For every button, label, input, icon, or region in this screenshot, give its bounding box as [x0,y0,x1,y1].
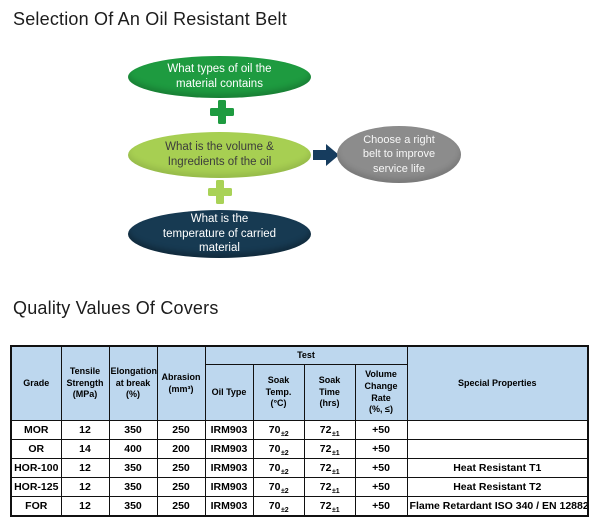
soak-temp-tolerance: ±2 [280,430,289,438]
col-header-abrasion: Abrasion (mm³) [156,345,206,421]
cell-special-properties: Heat Resistant T2 [406,477,589,497]
material-temperature-ellipse: What is the temperature of carried mater… [128,210,311,258]
col-header-elongation: Elongation at break (%) [108,345,158,421]
cell-abrasion: 200 [156,439,206,459]
cell-volume-change: +50 [354,420,408,440]
soak-temp-value: 70 [268,424,281,436]
plus-icon [208,180,232,204]
cell-elongation: 350 [108,477,158,497]
col-header-oil-type: Oil Type [204,364,254,421]
soak-time-tolerance: ±1 [331,506,340,514]
cell-soak-temp: 70±2 [252,477,305,497]
arrow-right-icon [313,144,339,166]
cell-tensile: 12 [60,458,110,478]
cell-oil-type: IRM903 [204,420,254,440]
soak-temp-tolerance: ±2 [280,506,289,514]
cell-elongation: 400 [108,439,158,459]
soak-temp-value: 70 [268,462,281,474]
arrow-stem [313,150,327,160]
table-row: OR 14 400 200 IRM903 70±2 72±1 +50 [10,439,589,459]
soak-time-tolerance: ±1 [331,487,340,495]
cell-oil-type: IRM903 [204,439,254,459]
cell-grade: HOR-125 [10,477,62,497]
oil-type-ellipse: What types of oil the material contains [128,56,311,98]
soak-time-tolerance: ±1 [331,430,340,438]
page-title-selection: Selection Of An Oil Resistant Belt [13,9,287,29]
cell-soak-time: 72±1 [303,420,356,440]
arrow-head [326,144,339,166]
soak-temp-value: 70 [268,443,281,455]
cell-tensile: 12 [60,496,110,517]
cell-oil-type: IRM903 [204,496,254,517]
cell-soak-temp: 70±2 [252,420,305,440]
cell-tensile: 12 [60,477,110,497]
cell-grade: HOR-100 [10,458,62,478]
cell-grade: MOR [10,420,62,440]
cell-special-properties [406,420,589,440]
soak-time-value: 72 [319,443,332,455]
cell-abrasion: 250 [156,496,206,517]
plus-icon [210,100,234,124]
cell-grade: OR [10,439,62,459]
choose-belt-result-ellipse: Choose a right belt to improve service l… [337,126,461,183]
col-group-header-test: Test [204,345,408,365]
cell-soak-time: 72±1 [303,458,356,478]
soak-temp-tolerance: ±2 [280,487,289,495]
soak-time-value: 72 [319,462,332,474]
quality-values-table: Grade Tensile Strength (MPa) Elongation … [10,345,590,517]
cell-elongation: 350 [108,458,158,478]
cell-abrasion: 250 [156,458,206,478]
header-row-group: Grade Tensile Strength (MPa) Elongation … [10,345,589,421]
cell-soak-temp: 70±2 [252,439,305,459]
cell-soak-time: 72±1 [303,477,356,497]
cell-grade: FOR [10,496,62,517]
cell-soak-temp: 70±2 [252,458,305,478]
soak-temp-tolerance: ±2 [280,449,289,457]
cell-soak-time: 72±1 [303,439,356,459]
cell-special-properties [406,439,589,459]
cell-volume-change: +50 [354,496,408,517]
table-row: HOR-100 12 350 250 IRM903 70±2 72±1 +50 … [10,458,589,478]
col-header-soak-temp: Soak Temp. (°C) [252,364,305,421]
cell-abrasion: 250 [156,477,206,497]
col-header-special-properties: Special Properties [406,345,589,421]
page-title-quality: Quality Values Of Covers [13,298,219,318]
cell-special-properties: Heat Resistant T1 [406,458,589,478]
oil-volume-ellipse: What is the volume & Ingredients of the … [128,132,311,178]
cell-tensile: 14 [60,439,110,459]
col-header-tensile-strength: Tensile Strength (MPa) [60,345,110,421]
header-row-test-sub: Oil Type Soak Temp. (°C) Soak Time (hrs)… [11,364,588,421]
soak-time-value: 72 [319,481,332,493]
col-header-soak-time: Soak Time (hrs) [303,364,356,421]
col-header-grade: Grade [10,345,62,421]
table-row: HOR-125 12 350 250 IRM903 70±2 72±1 +50 … [10,477,589,497]
cell-volume-change: +50 [354,458,408,478]
soak-time-tolerance: ±1 [331,468,340,476]
cell-volume-change: +50 [354,439,408,459]
soak-time-value: 72 [319,500,332,512]
col-header-volume-change-rate: Volume Change Rate (%, ≤) [354,364,408,421]
cell-elongation: 350 [108,420,158,440]
cell-special-properties: Flame Retardant ISO 340 / EN 12882 [406,496,589,517]
cell-soak-time: 72±1 [303,496,356,517]
table-row: FOR 12 350 250 IRM903 70±2 72±1 +50 Flam… [10,496,589,517]
soak-time-tolerance: ±1 [331,449,340,457]
cell-oil-type: IRM903 [204,458,254,478]
cell-tensile: 12 [60,420,110,440]
soak-temp-value: 70 [268,500,281,512]
soak-time-value: 72 [319,424,332,436]
cell-abrasion: 250 [156,420,206,440]
soak-temp-value: 70 [268,481,281,493]
cell-volume-change: +50 [354,477,408,497]
cell-oil-type: IRM903 [204,477,254,497]
table-row: MOR 12 350 250 IRM903 70±2 72±1 +50 [10,420,589,440]
cell-elongation: 350 [108,496,158,517]
cell-soak-temp: 70±2 [252,496,305,517]
soak-temp-tolerance: ±2 [280,468,289,476]
